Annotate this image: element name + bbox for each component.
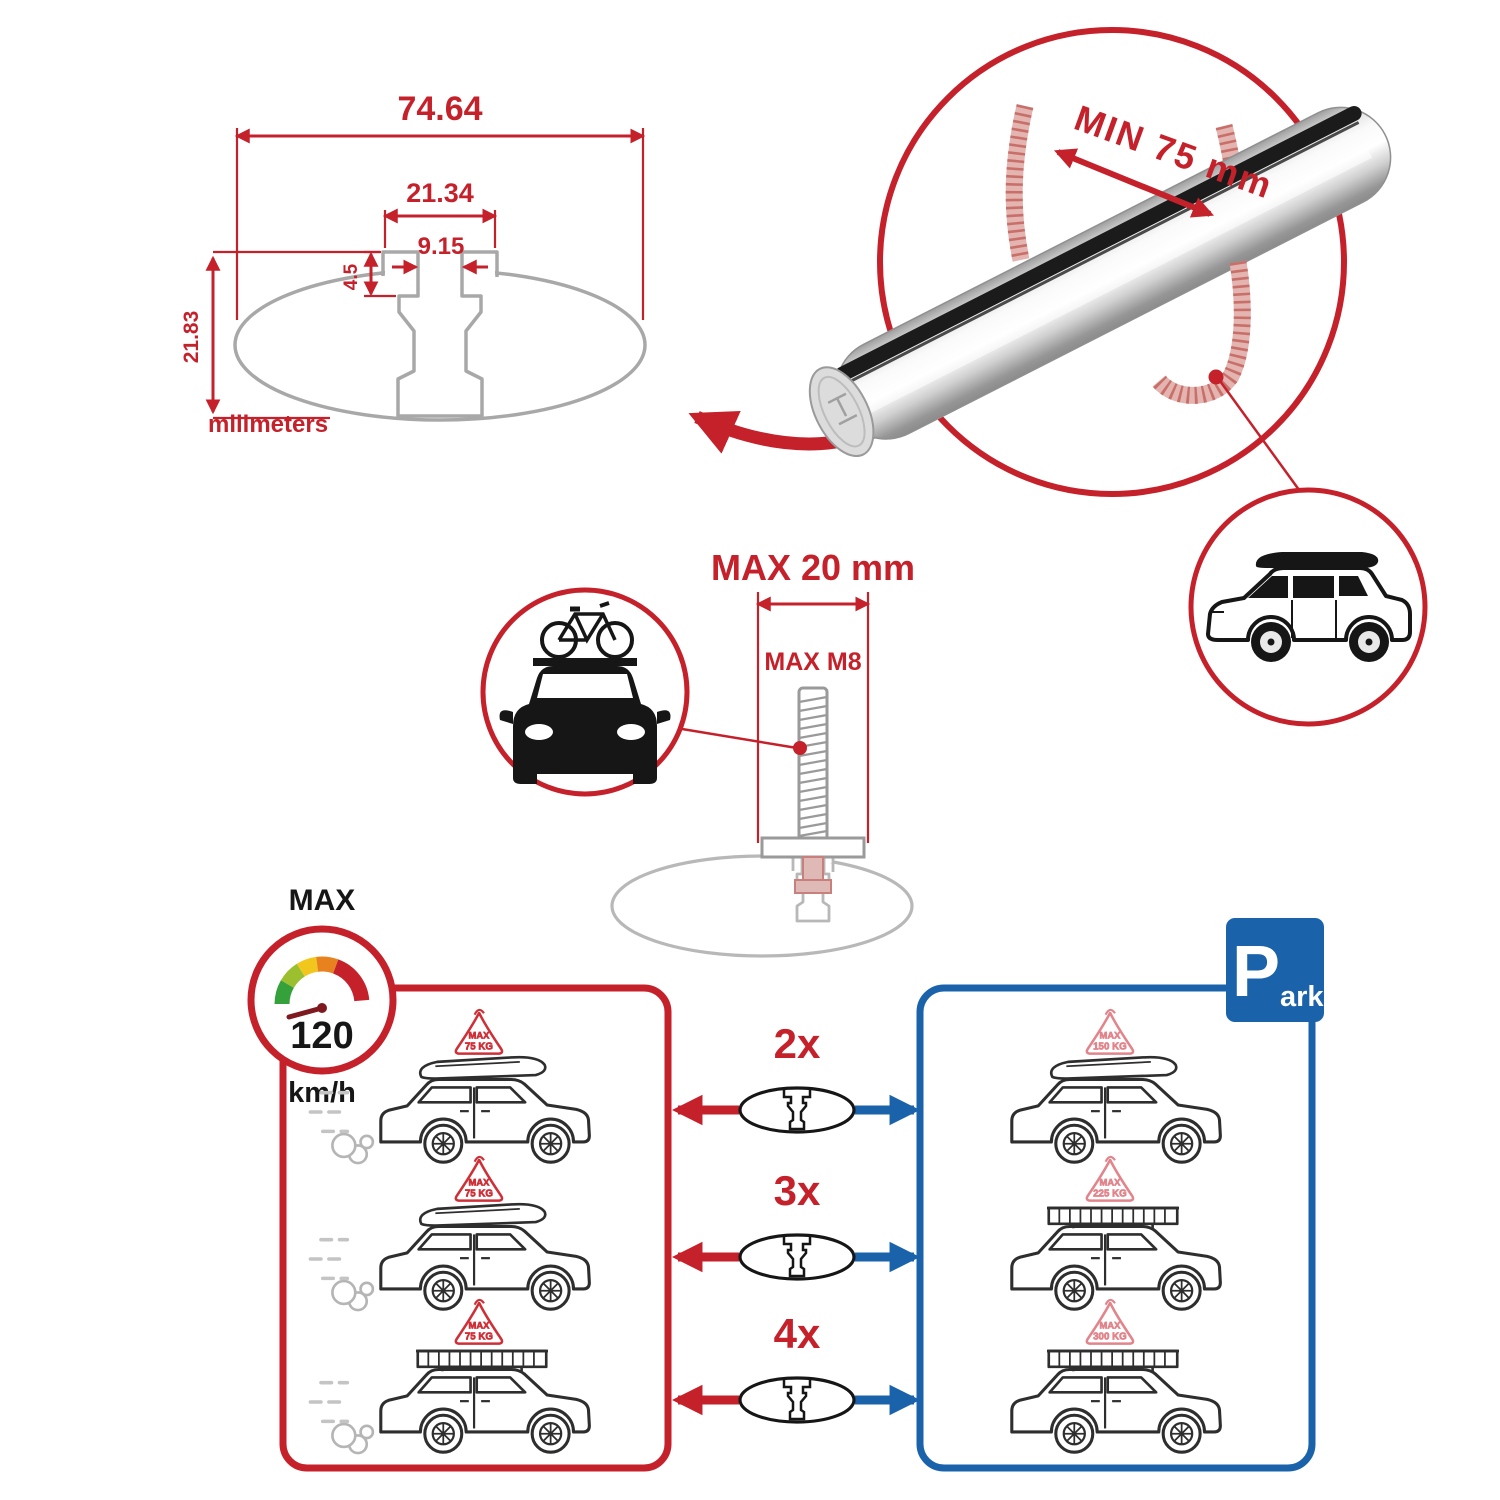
parked-car-2: MAX 225 KG [1010,1155,1222,1311]
rubber-strip [835,105,1362,382]
load-tag: MAX 150 KG [1085,1008,1135,1055]
bar-count-row-1: 2x [671,1020,921,1134]
bar-count-label: 2x [774,1020,821,1067]
tag-kg-label: 75 KG [465,1041,493,1052]
bike-icon [540,601,634,659]
driving-car-3: MAX 75 KG [308,1298,591,1455]
motion-dust [308,1380,375,1455]
load-tag: MAX 75 KG [454,1155,504,1202]
tag-kg-label: 300 KG [1093,1331,1127,1342]
clamp-strap-left [1005,104,1034,262]
motion-dust [308,1237,375,1312]
parked-car-1: MAX 150 KG [1010,1008,1222,1164]
tag-kg-label: 75 KG [465,1188,493,1199]
crossbar-profile-icon [738,1086,856,1134]
callout-dot-bar [1208,369,1224,385]
bar-count-row-2: 3x [671,1167,921,1281]
tag-max-label: MAX [469,1321,491,1331]
slot-profile-gray [610,850,914,958]
tag-max-label: MAX [1100,1321,1122,1331]
profile-ellipse [233,268,647,422]
tag-kg-label: 225 KG [1093,1188,1127,1199]
tag-max-label: MAX [1100,1031,1122,1041]
thread-label: MAX M8 [764,648,861,676]
dim-channel-width-label: 21.34 [406,178,474,208]
car-front-icon [499,666,671,784]
parking-sign: P ark [1226,918,1324,1022]
speed-needle [286,1005,325,1020]
load-tag: MAX 75 KG [454,1008,504,1055]
speed-value: 120 [290,1015,353,1057]
crossbar-profile-icon [738,1376,856,1424]
dim-total-width-label: 74.64 [397,90,482,128]
roof-bar [533,658,637,666]
connector-bar-to-suv [1218,380,1304,495]
units-label: milimeters [208,411,328,438]
parking-sign-letter: P [1232,932,1280,1012]
parked-car-3: MAX 300 KG [1010,1298,1222,1454]
bar-count-row-3: 4x [671,1310,921,1424]
dim-total-height: 21.83 [180,250,380,420]
dim-slot-depth-label: 4.5 [341,263,362,290]
t-bolt [760,686,866,859]
load-tag: MAX 225 KG [1085,1155,1135,1202]
motion-dust [308,1090,375,1165]
bolt-threads [798,695,828,838]
car-bike-circle [480,587,690,797]
bar-end-cap [808,366,875,458]
tag-kg-label: 150 KG [1093,1041,1127,1052]
cross-section-diagram: 74.64 21.34 9.15 4.5 21.83 milimeters [180,90,647,438]
parking-sign-rest: ark [1280,981,1324,1013]
speed-gauge [274,956,370,1005]
crossbar-profile-icon [738,1233,856,1281]
load-tag: MAX 75 KG [454,1298,504,1345]
load-tag: MAX 300 KG [1085,1298,1135,1345]
dim-slot-width-label: 9.15 [418,233,465,260]
needle-pivot [317,1003,327,1013]
tag-max-label: MAX [469,1178,491,1188]
profile-channel [381,250,499,418]
bar-count-label: 4x [774,1310,821,1357]
tag-max-label: MAX [469,1031,491,1041]
speed-ring [247,925,397,1075]
connector-circle-to-bolt [675,726,798,750]
t-bolt-head-seated [794,856,832,894]
bar-highlight [863,149,1373,415]
suv-windows [1248,576,1368,598]
bolt-diagram: MAX 20 mm MAX M8 [610,547,915,958]
suv-illustration [1206,552,1412,662]
crossbar-render [808,105,1392,458]
tag-kg-label: 75 KG [465,1331,493,1342]
dim-total-height-label: 21.83 [180,311,203,364]
suv-roofbox-circle [1188,487,1428,727]
max-width-label: MAX 20 mm [711,547,915,588]
bolt-washer [760,836,866,859]
suv-roofbox [1255,552,1379,568]
rubber-strip-edge [846,121,1360,385]
driving-car-1: MAX 75 KG [308,1008,591,1165]
dim-channel-width: 21.34 [382,178,498,248]
clamp-strap-right [1152,260,1251,404]
dim-total-width: 74.64 [234,90,646,320]
profile-mask [385,263,495,278]
bar-count-label: 3x [774,1167,821,1214]
speed-max-label: MAX [289,884,356,917]
driving-car-2: MAX 75 KG [308,1155,591,1312]
dim-slot-width: 9.15 [392,233,488,275]
bolt-ext-lines [756,592,870,843]
speed-limit-badge: MAX 120 km/h [247,884,397,1109]
min-span-arrow [1053,148,1215,218]
callout-dot-bolt [793,741,807,755]
tag-max-label: MAX [1100,1178,1122,1188]
crossbar-detail-circle: MIN 75 mm [808,27,1392,497]
